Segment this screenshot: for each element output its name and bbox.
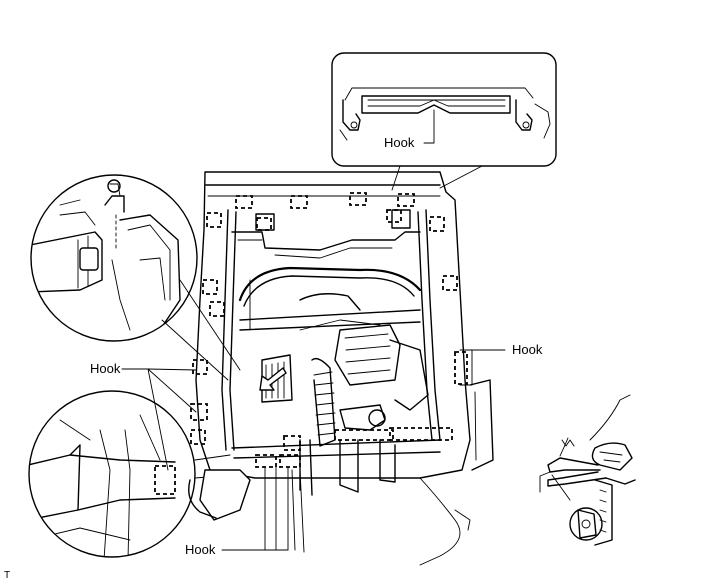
hook-label-top: Hook [384, 135, 415, 150]
hook-label-left: Hook [90, 361, 121, 376]
clip-remover-pliers-icon [539, 394, 636, 546]
top-hook-inset: Hook [331, 52, 557, 167]
left-bottom-circle-inset [28, 390, 196, 558]
left-hook-callout: Hook [90, 361, 197, 471]
left-top-connector [161, 279, 241, 381]
left-top-circle-inset [30, 174, 198, 342]
hook-label-right: Hook [512, 342, 543, 357]
seat-back-frame [188, 171, 494, 566]
hook-label-bottom: Hook [185, 542, 216, 557]
clip-locations [190, 192, 468, 468]
right-hook-callout: Hook [459, 342, 543, 386]
bottom-hook-callout: Hook [185, 466, 289, 557]
thick-arrow-icon [259, 367, 287, 391]
top-inset-connector [391, 165, 483, 191]
corner-mark: T [4, 570, 10, 581]
